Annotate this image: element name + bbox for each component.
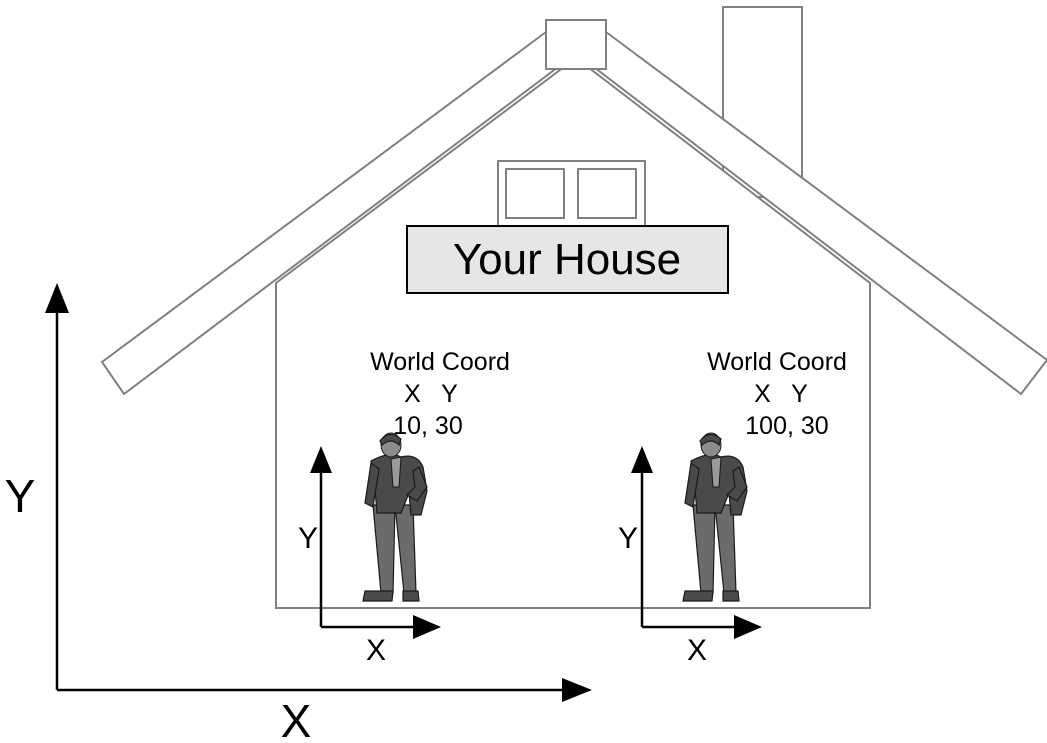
frame-2-x-label: X bbox=[687, 634, 707, 667]
frame-2-heading: World Coord bbox=[707, 348, 847, 376]
roof-ridge-cap bbox=[546, 20, 606, 69]
frame-1-x-label: X bbox=[366, 634, 386, 667]
frame-1-heading: World Coord bbox=[370, 348, 510, 376]
house-icon: Your House bbox=[102, 7, 1047, 608]
frame-2-values: 100, 30 bbox=[745, 412, 828, 440]
frame-1-y-label: Y bbox=[298, 522, 318, 555]
house-sign-text: Your House bbox=[453, 235, 681, 284]
frame-2-x-arrowhead bbox=[734, 615, 762, 639]
frame-2-y-label: Y bbox=[618, 522, 638, 555]
world-y-label: Y bbox=[5, 470, 36, 522]
world-x-label: X bbox=[281, 695, 312, 743]
world-y-arrowhead bbox=[45, 283, 69, 313]
frame-1-axes-line: X Y bbox=[404, 380, 458, 408]
frame-1-values: 10, 30 bbox=[393, 412, 463, 440]
frame-2-axes-line: X Y bbox=[754, 380, 808, 408]
frame-1-x-arrowhead bbox=[413, 615, 441, 639]
window-icon bbox=[498, 161, 645, 228]
world-x-arrowhead bbox=[562, 678, 592, 702]
